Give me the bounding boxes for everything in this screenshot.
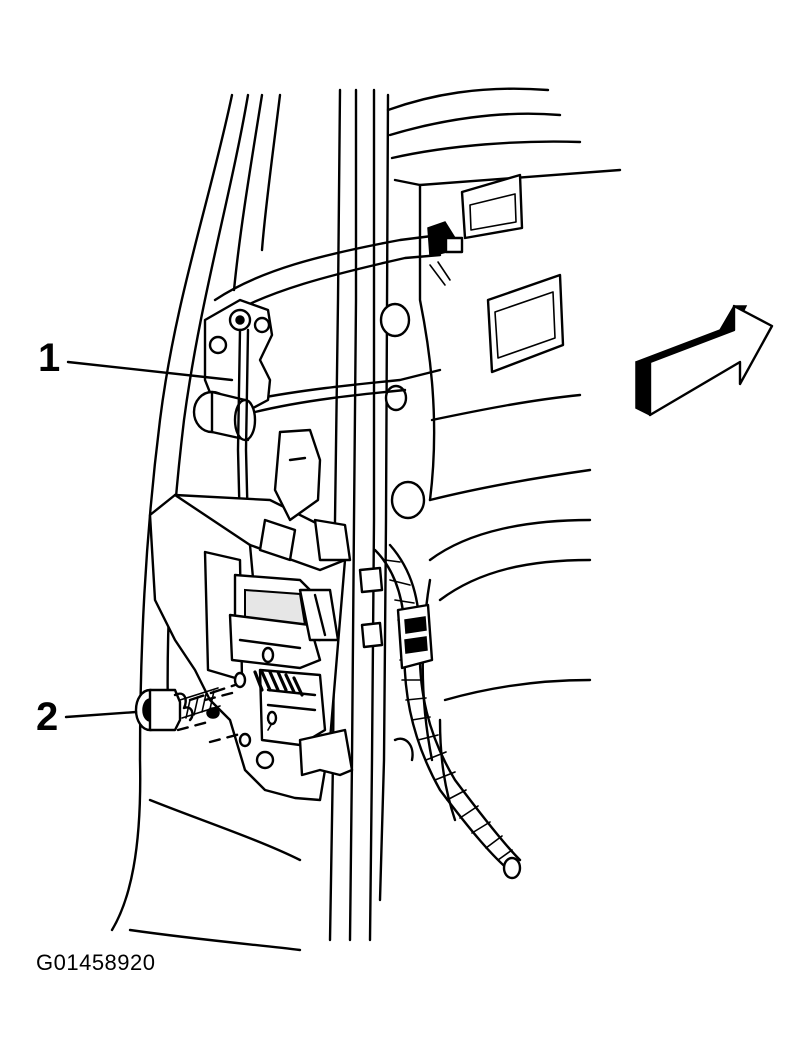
callout-number: 1 [38, 336, 61, 380]
3d-arrow-icon [635, 304, 774, 417]
callout-number: 2 [36, 695, 59, 739]
latch-screw [134, 646, 278, 748]
callout-2-leader [64, 710, 138, 719]
callout-1-leader [66, 360, 234, 382]
door-post [328, 88, 390, 942]
figure-code: G01458920 [36, 950, 156, 975]
inner-door-panel [379, 87, 622, 822]
wire-harness [358, 543, 522, 880]
latch-housing [148, 428, 354, 802]
handle-rod-assembly [192, 221, 464, 442]
